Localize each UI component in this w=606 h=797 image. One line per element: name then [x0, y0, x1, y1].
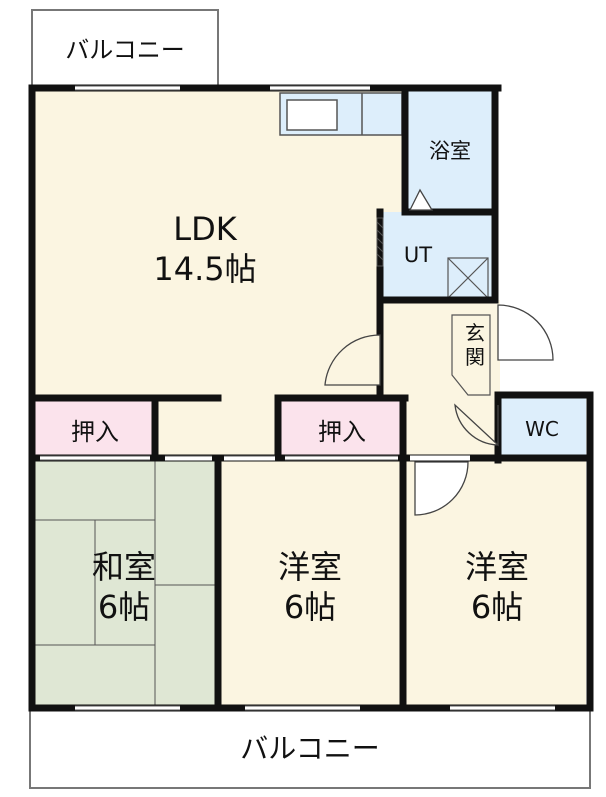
closet-mid-label: 押入	[318, 418, 366, 446]
tatami-lines	[35, 458, 218, 708]
ldk-name-label: LDK	[173, 210, 237, 248]
balcony-bottom-label: バルコニー	[240, 732, 379, 765]
closet-mid-floor	[280, 400, 402, 458]
sliding-door-frames	[40, 455, 398, 461]
entrance-label-1: 玄	[465, 321, 485, 345]
wc-floor	[498, 398, 586, 458]
closet-left-floor	[35, 400, 155, 458]
youshitsu1-floor	[218, 458, 403, 708]
balcony-outlines	[29, 9, 591, 789]
youshitsu1-name-label: 洋室	[278, 548, 342, 586]
kitchen-counter	[279, 92, 403, 136]
wc-label: WC	[525, 417, 559, 441]
window-frames	[75, 85, 555, 711]
bathroom-label: 浴室	[429, 139, 471, 163]
entrance-step	[451, 314, 491, 396]
balcony-top-label: バルコニー	[65, 36, 185, 64]
youshitsu2-size-label: 6帖	[471, 588, 523, 626]
youshitsu2-name-label: 洋室	[465, 548, 529, 586]
ut-label: UT	[404, 243, 432, 267]
windows	[75, 86, 555, 710]
door-swings	[324, 188, 554, 516]
youshitsu1-size-label: 6帖	[284, 588, 336, 626]
ldk-floor-lower	[155, 400, 280, 458]
washitsu-size-label: 6帖	[98, 588, 150, 626]
ut-folding-door	[376, 217, 384, 267]
ldk-size-label: 14.5帖	[153, 250, 256, 288]
washitsu-name-label: 和室	[92, 548, 156, 586]
entrance-label-2: 関	[465, 345, 485, 369]
washitsu-floor	[35, 458, 218, 708]
closet-left-label: 押入	[71, 418, 119, 446]
